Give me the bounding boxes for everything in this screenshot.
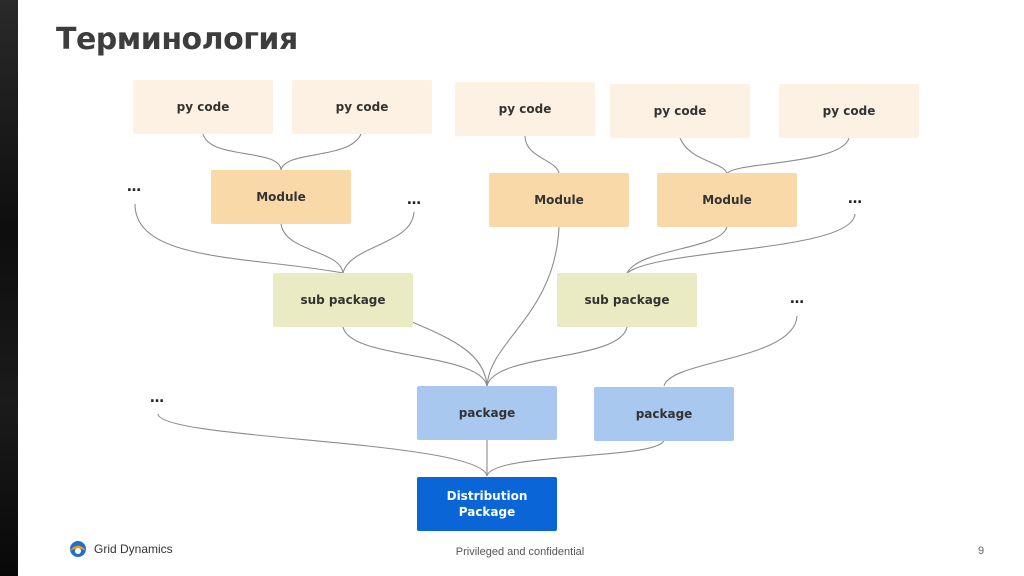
edge-ellipsis1-subpkg1 <box>134 203 344 274</box>
package-box-2: package <box>594 387 734 441</box>
edge-ellipsis2-subpkg1 <box>342 211 415 274</box>
edge-ellipsis3-subpkg2 <box>626 213 856 274</box>
company-logo-text: Grid Dynamics <box>94 542 173 556</box>
module-box-3: Module <box>657 173 797 227</box>
edge-subpkg1right-pkg1 <box>411 321 488 387</box>
edge-py1-module1 <box>202 133 282 171</box>
edge-pkg2-dist <box>486 439 665 477</box>
ellipsis-marker-2: … <box>407 192 421 208</box>
edge-ellipsis4-pkg2 <box>663 315 798 387</box>
edge-ellipsis5-dist <box>157 413 488 477</box>
sub-package-box-1: sub package <box>273 273 413 327</box>
slide-title: Терминология <box>56 22 298 57</box>
footer-confidential-note: Privileged and confidential <box>455 546 585 558</box>
edge-py2-module1 <box>280 133 362 171</box>
module-box-2: Module <box>489 173 629 227</box>
sub-package-box-2: sub package <box>557 273 697 327</box>
package-box-1: package <box>417 386 557 440</box>
module-box-1: Module <box>211 170 351 224</box>
py-code-box-3: py code <box>455 82 595 136</box>
edge-module1-subpkg1 <box>280 223 344 274</box>
edge-py4-module3 <box>679 137 728 175</box>
py-code-box-5: py code <box>779 84 919 138</box>
edge-py5-module3 <box>726 137 850 175</box>
ellipsis-marker-3: … <box>848 191 862 207</box>
py-code-box-2: py code <box>292 80 432 134</box>
distribution-package-box: Distribution Package <box>417 477 557 531</box>
edge-py3-module2 <box>524 135 560 175</box>
edge-module2-pkg1 <box>486 226 560 387</box>
distribution-label-line-2: Package <box>458 505 516 519</box>
edge-module3-subpkg2 <box>626 226 728 274</box>
ellipsis-marker-5: … <box>150 390 164 406</box>
decorative-side-strip <box>0 0 18 576</box>
company-logo: Grid Dynamics <box>68 540 173 558</box>
grid-dynamics-logo-icon <box>70 541 86 557</box>
ellipsis-marker-1: … <box>127 179 141 195</box>
page-number: 9 <box>978 545 985 557</box>
py-code-box-4: py code <box>610 84 750 138</box>
distribution-label-line-1: Distribution <box>446 488 528 503</box>
ellipsis-marker-4: … <box>790 291 804 307</box>
edge-subpkg1-pkg1 <box>342 326 488 387</box>
py-code-box-1: py code <box>133 80 273 134</box>
edge-subpkg2-pkg1 <box>486 326 628 387</box>
